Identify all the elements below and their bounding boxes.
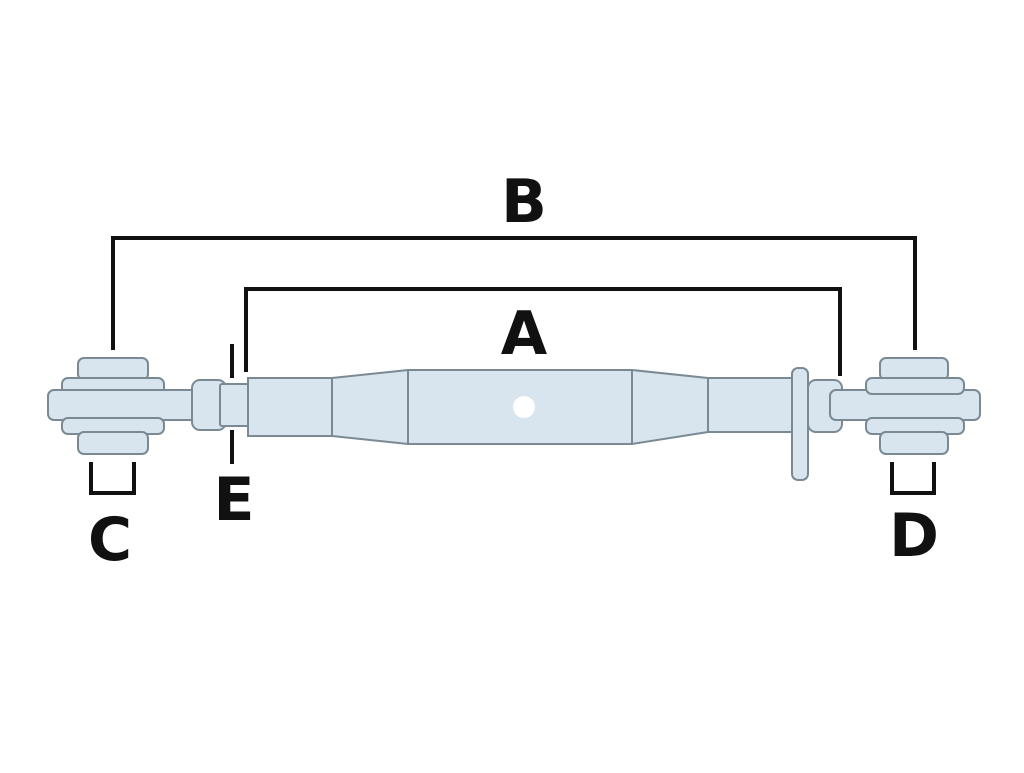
dimension-a-bracket	[244, 287, 842, 376]
label-d: D	[889, 501, 939, 571]
label-a: A	[501, 299, 548, 369]
label-c: C	[88, 505, 132, 575]
left-ball-bottom-cap	[77, 431, 149, 455]
label-e: E	[214, 465, 255, 535]
label-b: B	[501, 167, 547, 237]
dimension-c-bracket	[89, 462, 136, 495]
dimension-lines	[89, 236, 936, 495]
adjustment-handle	[791, 367, 809, 481]
left-lock-collar	[219, 383, 251, 427]
right-ball-top-cap	[879, 357, 949, 381]
left-ball-top-cap	[77, 357, 149, 381]
right-ball-upper-ring	[865, 377, 965, 395]
right-ball-bottom-cap	[879, 431, 949, 455]
left-ball-joint	[47, 357, 251, 455]
dimension-b-bracket	[111, 236, 917, 350]
tube-hole	[513, 396, 535, 418]
right-ball-joint	[791, 357, 981, 481]
dimension-labels: B A E C D	[88, 167, 939, 575]
dimension-d-bracket	[890, 462, 936, 495]
